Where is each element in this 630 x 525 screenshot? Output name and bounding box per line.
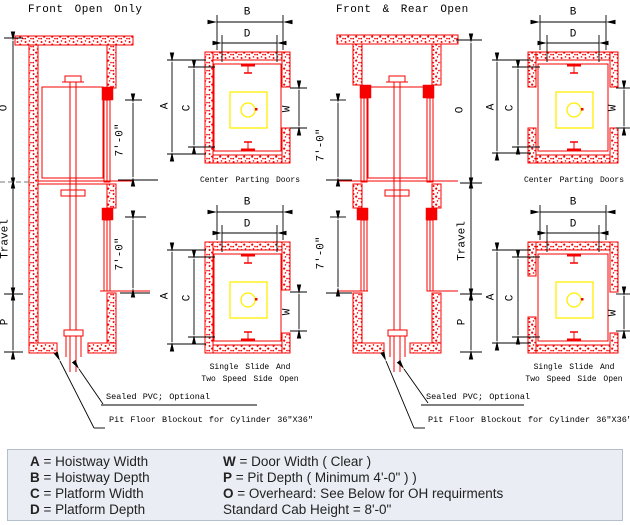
dim-label-platform-depth: D bbox=[569, 28, 577, 41]
caption-single-slide: Single Slide And bbox=[533, 363, 615, 372]
note-leaders bbox=[53, 351, 524, 429]
view-title-front-open: Front Open Only bbox=[28, 4, 143, 16]
legend-item: Standard Cab Height = 8'-0" bbox=[223, 502, 392, 517]
dim-label-door-width: W bbox=[281, 105, 294, 113]
dim-label-platform-width: C bbox=[181, 104, 194, 112]
dim-label-hoistway-depth: B bbox=[569, 6, 577, 19]
note-pit-blockout: Pit Floor Blockout for Cylinder 36"X36" bbox=[428, 415, 630, 425]
dim-label-pit: P bbox=[0, 318, 12, 326]
dim-label-door-height: 7'-0" bbox=[114, 123, 127, 157]
dim-label-door-height: 7'-0" bbox=[315, 128, 328, 162]
dim-label-travel: Travel bbox=[0, 219, 12, 259]
caption-single-slide: Two Speed Side Open bbox=[525, 375, 623, 384]
dim-label-platform-width: C bbox=[504, 294, 517, 302]
legend-item: W = Door Width ( Clear ) bbox=[223, 454, 372, 469]
dim-label-hoistway-width: A bbox=[159, 292, 172, 300]
caption-single-slide: Two Speed Side Open bbox=[201, 375, 299, 384]
front-open-section-view bbox=[0, 31, 158, 372]
legend-item: B = Hoistway Depth bbox=[30, 470, 150, 485]
plan-single-slide-front-rear bbox=[492, 205, 630, 354]
dim-label-platform-depth: D bbox=[243, 28, 251, 41]
dim-label-platform-width: C bbox=[504, 104, 517, 112]
note-sealed-pvc: Sealed PVC; Optional bbox=[106, 392, 211, 402]
dim-label-platform-width: C bbox=[181, 294, 194, 302]
dim-label-door-width: W bbox=[607, 309, 620, 317]
dim-label-platform-depth: D bbox=[243, 218, 251, 231]
legend-item: O = Overheard: See Below for OH requirme… bbox=[223, 486, 504, 501]
dim-label-hoistway-width: A bbox=[485, 293, 498, 301]
legend-box: A = Hoistway Width B = Hoistway Depth C … bbox=[7, 449, 623, 521]
legend-item: A = Hoistway Width bbox=[30, 454, 149, 469]
dim-label-door-height: 7'-0" bbox=[315, 236, 328, 270]
plan-center-parting-front bbox=[167, 15, 307, 164]
legend-item: D = Platform Depth bbox=[30, 502, 146, 517]
dim-label-overhead: O bbox=[454, 106, 467, 114]
legend-left-column: A = Hoistway Width B = Hoistway Depth C … bbox=[30, 454, 150, 518]
dim-label-hoistway-depth: B bbox=[243, 6, 251, 19]
dim-label-hoistway-depth: B bbox=[569, 196, 577, 209]
note-sealed-pvc: Sealed PVC; Optional bbox=[426, 392, 531, 402]
dim-label-travel: Travel bbox=[456, 221, 469, 261]
dim-label-hoistway-width: A bbox=[159, 102, 172, 110]
technical-drawing-canvas bbox=[0, 15, 630, 429]
dim-label-pit: P bbox=[456, 318, 469, 326]
caption-center-parting: Center Parting Doors bbox=[199, 176, 301, 185]
caption-center-parting: Center Parting Doors bbox=[523, 176, 625, 185]
dim-label-door-width: W bbox=[607, 104, 620, 112]
dim-label-hoistway-depth: B bbox=[243, 196, 251, 209]
dim-label-door-height: 7'-0" bbox=[114, 237, 127, 271]
view-title-front-rear-open: Front & Rear Open bbox=[336, 4, 469, 16]
dim-label-hoistway-width: A bbox=[485, 103, 498, 111]
front-rear-open-section-view bbox=[326, 33, 482, 372]
caption-single-slide: Single Slide And bbox=[209, 363, 291, 372]
dim-label-platform-depth: D bbox=[569, 218, 577, 231]
plan-single-slide-front bbox=[167, 205, 307, 354]
dim-label-overhead: O bbox=[0, 105, 11, 112]
legend-right-column: W = Door Width ( Clear ) P = Pit Depth (… bbox=[223, 454, 503, 518]
legend-item: C = Platform Width bbox=[30, 486, 144, 501]
legend-item: P = Pit Depth ( Minimum 4'-0" ) ) bbox=[223, 470, 417, 485]
plan-center-parting-front-rear bbox=[492, 15, 630, 164]
note-pit-blockout: Pit Floor Blockout for Cylinder 36"X36" bbox=[109, 415, 313, 425]
dim-label-door-width: W bbox=[281, 308, 294, 316]
